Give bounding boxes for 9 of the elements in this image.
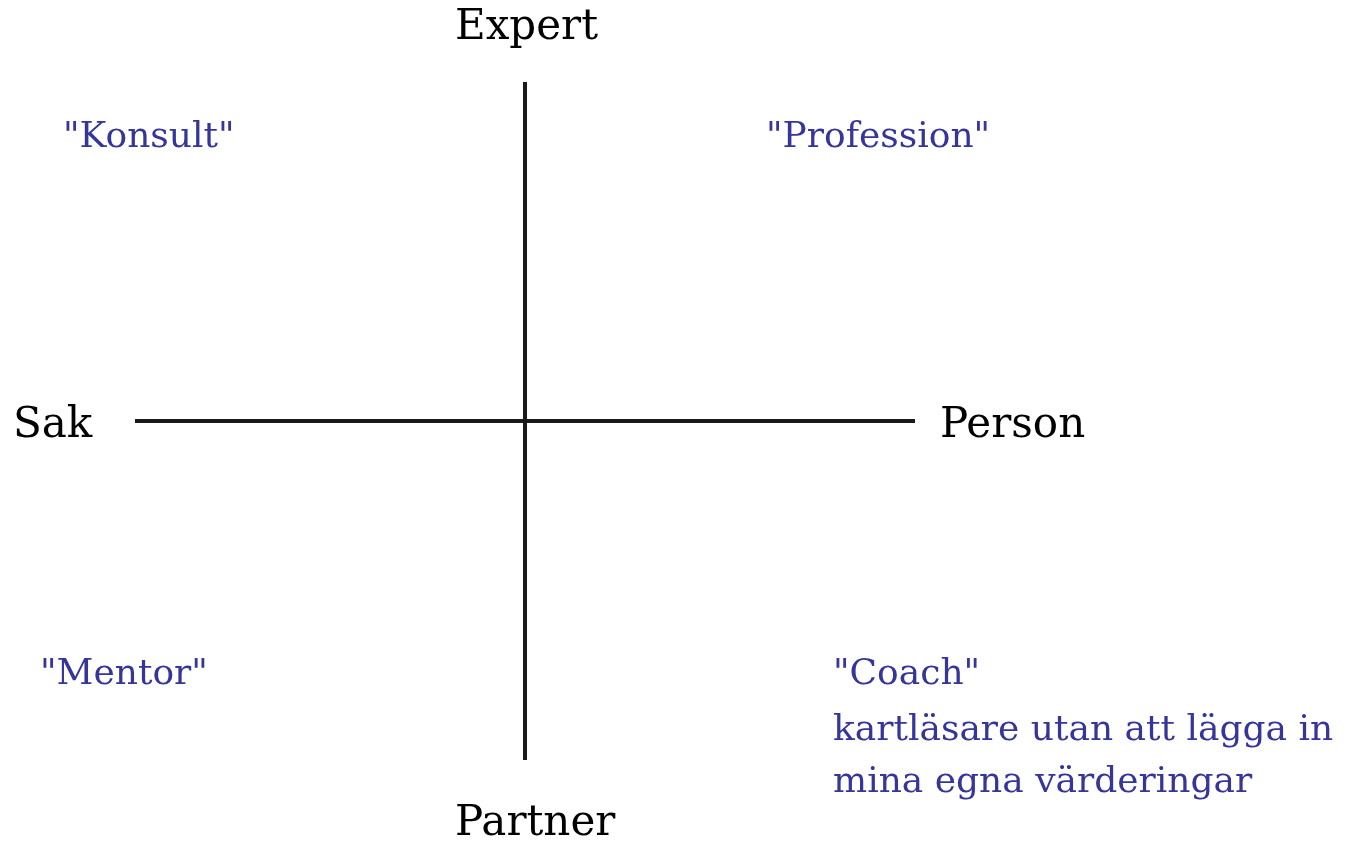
axis-label: Partner (455, 796, 616, 843)
axis-label: Person (940, 398, 1086, 449)
axis-label: Expert (455, 0, 599, 51)
quadrant-label: "Mentor" (40, 650, 208, 694)
quadrant-label: "Coach" (833, 650, 981, 694)
quadrant-description: kartläsare utan att lägga in mina egna värderingar (833, 706, 1335, 802)
quadrant-label: "Profession" (766, 113, 991, 157)
quadrant-label: "Konsult" (63, 113, 235, 157)
axis-label: Sak (13, 398, 93, 449)
